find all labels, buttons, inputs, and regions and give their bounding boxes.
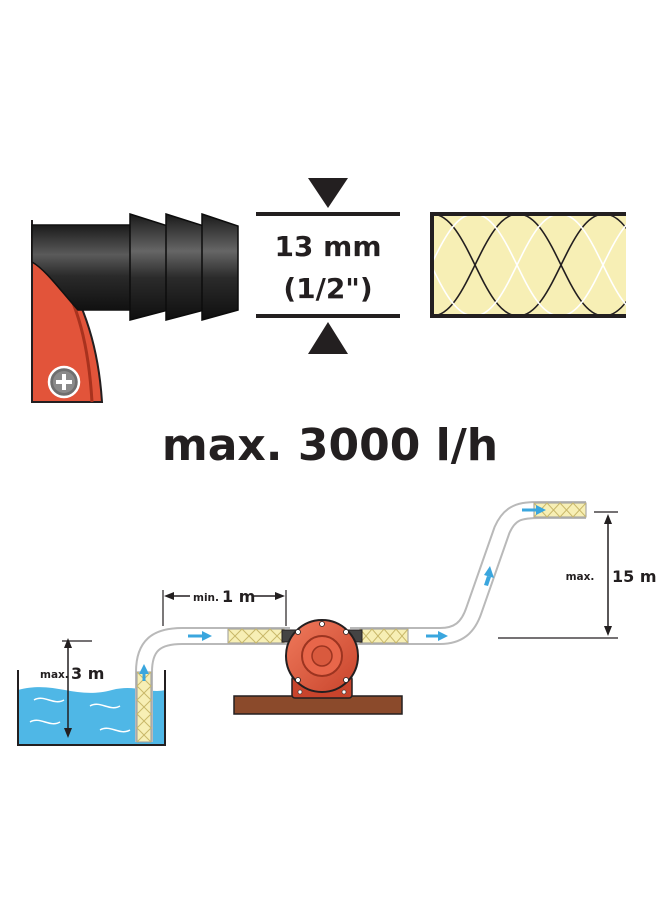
flow-arrow-icon [484, 566, 494, 578]
connector-size-mm: 13 mm [274, 230, 381, 263]
installation-diagram: max. 3 m [17, 501, 657, 746]
connector-size-inch: (1/2") [283, 272, 372, 305]
flow-arrow-icon [202, 631, 212, 641]
screw-icon [47, 365, 81, 399]
delivery-height-prefix: max. [566, 571, 595, 583]
delivery-height-value: 15 m [612, 567, 657, 586]
flow-arrow-icon [438, 631, 448, 641]
diameter-dimension: 13 mm (1/2") [256, 178, 400, 354]
pump-illustration [281, 619, 363, 699]
delivery-height-dimension: max. 15 m [498, 511, 657, 639]
hose-section-illustration [430, 212, 626, 318]
suction-depth-dimension: max. 3 m [40, 638, 104, 738]
flow-arrow-shaft [484, 576, 491, 586]
hose-segment-outlet [359, 628, 409, 644]
hose-segment-suction [136, 671, 152, 743]
water-tank [17, 670, 166, 746]
flow-arrow-shaft [188, 634, 203, 638]
flow-arrow-shaft [426, 634, 439, 638]
down-arrow-icon [308, 178, 348, 208]
flow-arrow-shaft [142, 673, 146, 681]
flow-arrow-icon [139, 664, 149, 674]
hose-segment-inlet [227, 628, 285, 644]
min-distance-value: 1 m [222, 587, 255, 606]
hose-segment-end [533, 502, 587, 518]
min-distance-dimension: min. 1 m [162, 587, 287, 626]
flow-arrow-shaft [522, 508, 537, 512]
suction-depth-prefix: max. [40, 669, 69, 681]
flow-rate-heading: max. 3000 l/h [162, 420, 498, 471]
flow-arrow-icon [536, 505, 546, 515]
pump-outlet-illustration [30, 212, 239, 403]
min-distance-prefix: min. [193, 592, 219, 604]
hose-path [135, 501, 587, 743]
suction-depth-value: 3 m [71, 664, 104, 683]
up-arrow-icon [308, 322, 348, 354]
